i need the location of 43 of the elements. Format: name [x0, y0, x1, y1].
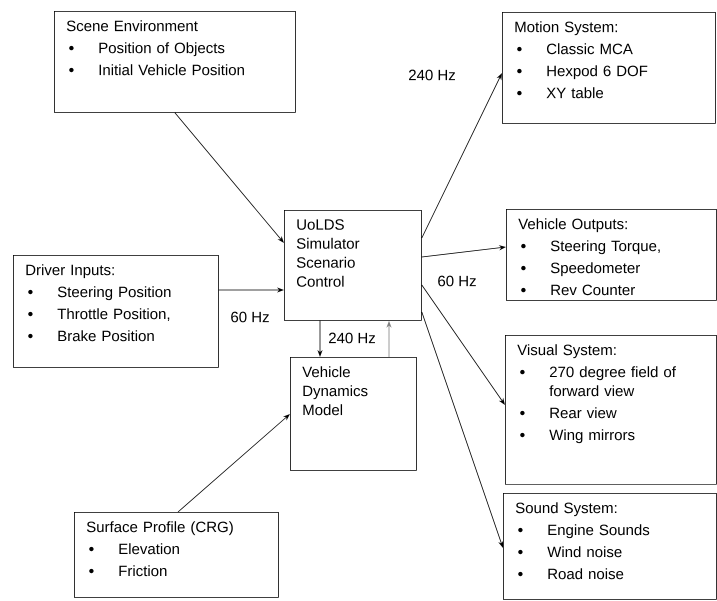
node-label: Sound System: — [516, 502, 616, 516]
node-label: Steering Position — [58, 286, 170, 300]
text-box — [54, 11, 296, 113]
node-label: Vehicle Dynamics Model — [302, 366, 368, 416]
edge-label: 240 Hz — [327, 332, 377, 344]
node-label: Steering Torque, — [550, 240, 660, 254]
text-box — [74, 512, 279, 598]
text-box — [502, 12, 716, 124]
node-label: Road noise — [548, 568, 624, 580]
node-label: XY table — [546, 87, 604, 98]
node-label: Throttle Position, — [58, 308, 170, 321]
text-box — [505, 335, 717, 485]
node-label: Speedometer — [550, 262, 640, 276]
text-box — [503, 493, 717, 600]
arrow — [178, 414, 290, 512]
node-label: Wind noise — [547, 546, 622, 558]
edge-label: 60 Hz — [229, 310, 271, 324]
node-label: Classic MCA — [546, 43, 633, 54]
node-label: Scene Environment — [66, 20, 198, 32]
text-box — [290, 357, 417, 471]
text-box — [506, 209, 717, 301]
node-label: UoLDS Simulator Scenario Control — [296, 219, 360, 287]
edge-label: 60 Hz — [436, 274, 478, 288]
node-label: Motion System: — [515, 21, 618, 36]
node-label: Rear view — [550, 407, 617, 418]
node-label: Wing mirrors — [549, 429, 634, 444]
node-label: Brake Position — [58, 330, 154, 342]
node-label: Initial Vehicle Position — [100, 64, 244, 76]
edge-label: 240 Hz — [407, 68, 457, 82]
text-box — [13, 255, 219, 368]
node-label: Elevation — [119, 543, 179, 554]
node-label: Visual System: — [517, 344, 616, 358]
arrow — [174, 112, 284, 243]
node-label: Rev Counter — [551, 284, 635, 296]
node-label: Vehicle Outputs: — [518, 218, 627, 232]
node-label: 270 degree field of forward view — [549, 366, 676, 396]
text-box — [284, 210, 422, 321]
node-label: Driver Inputs: — [26, 264, 114, 278]
node-label: Position of Objects — [99, 42, 224, 56]
node-label: Engine Sounds — [548, 524, 650, 538]
node-label: Surface Profile (CRG) — [86, 521, 233, 536]
node-label: Friction — [119, 565, 166, 576]
node-label: Hexpod 6 DOF — [547, 65, 648, 80]
